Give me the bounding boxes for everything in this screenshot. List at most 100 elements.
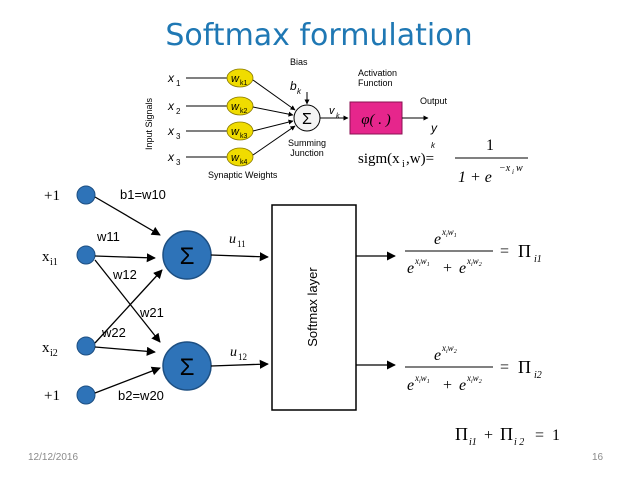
inset-input-4-text: x [167, 150, 175, 164]
network-diagram: +1 x i1 x i2 +1 b1=w10 w11 w12 w21 w22 b… [42, 185, 396, 411]
edge-u11 [210, 252, 269, 262]
inset-input-2: x 2 [167, 99, 181, 116]
edge-b1 [94, 196, 161, 236]
input-node-xi2 [76, 336, 96, 356]
weight-k2: w k2 [226, 96, 254, 116]
weight-k4-sub: k4 [240, 159, 248, 166]
inset-input-1-sub: 1 [176, 79, 181, 88]
probability-sum-equation: Π i1 + Π i 2 = 1 [455, 424, 560, 448]
eq2-equals: = [500, 359, 509, 376]
input-signals-label: Input Signals [144, 97, 154, 150]
eq2-den-e2: e [459, 377, 466, 394]
activation-label-1: Activation [358, 68, 397, 78]
inset-input-3: x 3 [167, 124, 181, 141]
inset-to-sum-3 [252, 119, 294, 132]
weight-k1-sub: k1 [240, 80, 248, 87]
eq1-den-exp1: xiw1 [414, 256, 430, 268]
output-equation-1: e xiw1 e xiw1 + e xiw2 = Π i1 [405, 227, 542, 277]
slide-date: 12/12/2016 [28, 452, 79, 463]
sum-eq-pi1: Π [455, 424, 468, 444]
output-symbol: y [430, 121, 438, 135]
inset-input-3-text: x [167, 124, 175, 138]
sum-eq-one: 1 [552, 427, 560, 444]
eq2-den-exp1: xiw1 [414, 373, 430, 385]
b2-label: b2=w20 [118, 388, 164, 403]
activation-symbol: φ( . ) [361, 112, 391, 128]
input-node-bias-2 [76, 385, 96, 405]
inset-input-1-text: x [167, 71, 175, 85]
input-node-bias-1 [76, 185, 96, 205]
inset-input-2-text: x [167, 99, 175, 113]
inset-input-1: x 1 [167, 71, 181, 88]
summing-label-2: Junction [290, 148, 324, 158]
output-label: Output [420, 96, 448, 106]
sum-eq-pi2-sub: i 2 [514, 437, 524, 448]
weight-k2-sub: k2 [240, 108, 248, 115]
edge-w12 [94, 269, 163, 344]
bias-subscript: k [297, 87, 302, 96]
eq1-num-exp: xiw1 [441, 227, 457, 239]
edge-w22 [94, 346, 156, 356]
inset-to-sum-2 [252, 106, 294, 117]
sum-eq-equals: = [535, 427, 544, 444]
inset-to-sum-1 [252, 79, 296, 111]
v-symbol: v [329, 105, 336, 117]
eq1-den-e2: e [459, 260, 466, 277]
sigmoid-exponent-rest: w [516, 163, 523, 174]
sigmoid-exponent: −x [499, 163, 511, 174]
weight-k4-text: w [231, 152, 240, 164]
activation-label-2: Function [358, 78, 393, 88]
u12-sub: 12 [238, 352, 247, 362]
v-subscript: k [336, 113, 340, 120]
plus1-top-label: +1 [44, 188, 60, 204]
w21-label: w21 [139, 305, 164, 320]
sigmoid-lhs-sub: i [402, 159, 405, 170]
weight-k2-text: w [231, 101, 240, 113]
sum-node-1-symbol: Σ [180, 243, 195, 270]
bias-label: Bias [290, 57, 308, 67]
inset-sum-symbol: Σ [302, 111, 312, 128]
eq2-pi: Π [518, 357, 531, 377]
xi2-label: x [42, 340, 50, 356]
inset-input-4-sub: 3 [176, 158, 181, 167]
softmax-layer-box [271, 204, 357, 411]
eq1-den-e1: e [407, 260, 414, 277]
weight-k1: w k1 [226, 68, 254, 88]
weight-k1-text: w [231, 73, 240, 85]
synaptic-weights-label: Synaptic Weights [208, 170, 278, 180]
w11-label: w11 [96, 229, 120, 244]
sum-node-2-symbol: Σ [180, 354, 195, 381]
eq1-num-e: e [434, 231, 441, 248]
edge-w21 [94, 259, 161, 343]
b1-label: b1=w10 [120, 187, 166, 202]
eq2-den-exp2: xiw2 [466, 373, 482, 385]
edge-b2 [94, 366, 161, 394]
eq1-pi-sub: i1 [534, 254, 542, 265]
u11-label: u [229, 232, 236, 247]
output-subscript: k [431, 141, 436, 150]
weight-k3-text: w [231, 126, 240, 138]
xi1-label: x [42, 249, 50, 265]
u12-label: u [230, 345, 237, 360]
activation-box [349, 101, 403, 135]
sigmoid-numerator: 1 [486, 137, 494, 154]
sigmoid-formula: sigm(x i ,w)= 1 1 + e −x i w [358, 137, 528, 186]
weight-k3: w k3 [226, 121, 254, 141]
edge-u12 [210, 359, 269, 369]
eq2-den-plus: + [443, 377, 452, 394]
eq1-den-plus: + [443, 260, 452, 277]
slide-title: Softmax formulation [165, 18, 473, 53]
plus1-bottom-label: +1 [44, 388, 60, 404]
sigmoid-lhs-rest: ,w)= [406, 151, 434, 167]
sigmoid-denominator: 1 + e [458, 169, 492, 186]
inset-input-2-sub: 2 [176, 107, 181, 116]
sum-eq-pi1-sub: i1 [469, 437, 477, 448]
w22-label: w22 [101, 325, 126, 340]
inset-input-4: x 3 [167, 150, 181, 167]
sigmoid-lhs: sigm(x [358, 151, 400, 167]
weight-k3-sub: k3 [240, 133, 248, 140]
bias-symbol: b [290, 79, 297, 93]
summing-label-1: Summing [288, 138, 326, 148]
output-equation-2: e xiw2 e xiw1 + e xiw2 = Π i2 [405, 343, 542, 394]
